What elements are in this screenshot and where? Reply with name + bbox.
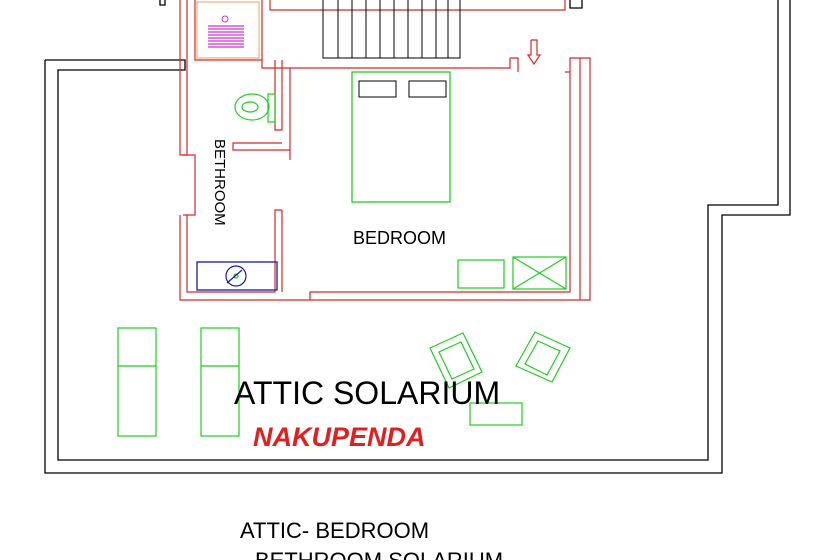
bedroom-furniture xyxy=(457,256,567,290)
stair-arrow-icon xyxy=(526,39,542,66)
outer-wall xyxy=(44,0,791,474)
brand-name: NAKUPENDA xyxy=(253,422,426,452)
solarium-label: ATTIC SOLARIUM xyxy=(234,375,500,411)
bathroom-label: BETHROOM xyxy=(211,139,228,226)
double-bed xyxy=(351,71,451,203)
basin-icon xyxy=(196,261,278,291)
caption-line-1: ATTIC- BEDROOM xyxy=(240,518,429,543)
lounge-chairs xyxy=(429,331,571,426)
interior-walls xyxy=(179,0,591,301)
caption-line-2: BETHROOM SOLARIUM xyxy=(255,548,503,560)
staircase xyxy=(322,0,461,59)
shower-icon xyxy=(196,1,260,59)
bedroom-label: BEDROOM xyxy=(353,228,446,248)
toilet-icon xyxy=(234,93,276,123)
sun-loungers xyxy=(117,327,240,437)
